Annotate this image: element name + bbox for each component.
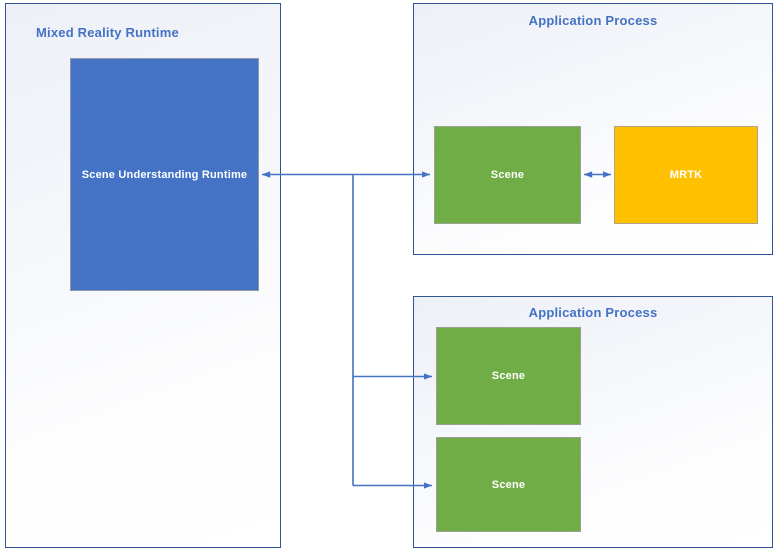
node-mrtk[interactable]: MRTK (614, 126, 758, 224)
node-label-scene-bottom-1: Scene (491, 370, 526, 382)
node-label-scene-top: Scene (490, 169, 525, 181)
node-scene-top[interactable]: Scene (434, 126, 581, 224)
node-label-mrtk: MRTK (669, 169, 703, 181)
node-scene-bottom-2[interactable]: Scene (436, 437, 581, 532)
node-scene-understanding-runtime[interactable]: Scene Understanding Runtime (70, 58, 259, 291)
node-label-scene-understanding-runtime: Scene Understanding Runtime (81, 168, 248, 181)
panel-title-application-process-2: Application Process (528, 305, 658, 320)
panel-title-mixed-reality-runtime: Mixed Reality Runtime (36, 25, 179, 40)
node-scene-bottom-1[interactable]: Scene (436, 327, 581, 425)
node-label-scene-bottom-2: Scene (491, 478, 526, 491)
panel-title-application-process-1: Application Process (528, 13, 658, 28)
